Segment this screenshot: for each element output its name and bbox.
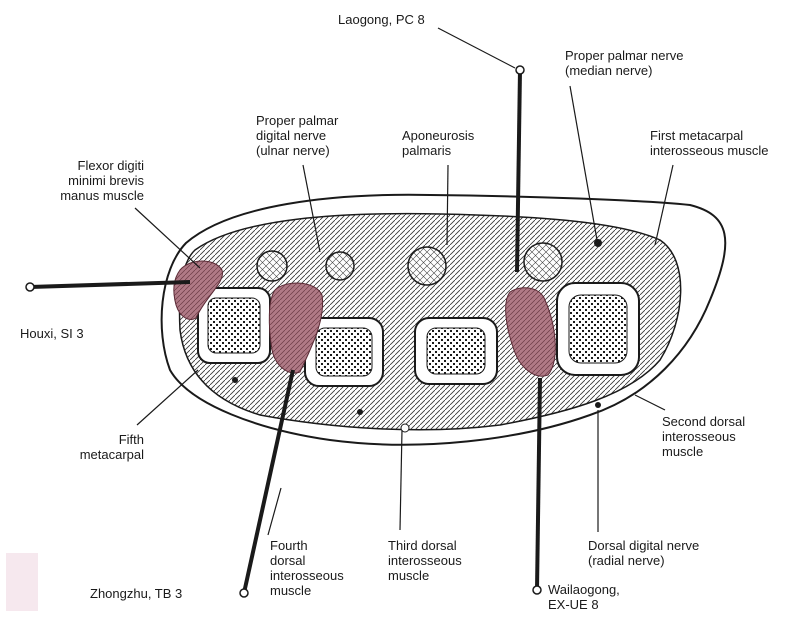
label-houxi-si3: Houxi, SI 3: [20, 326, 84, 341]
label-wailaogong-exue8: Wailaogong, EX-UE 8: [548, 582, 620, 612]
label-third-dorsal-interosseous: Third dorsal interosseous muscle: [388, 538, 462, 583]
label-second-dorsal-interosseous: Second dorsal interosseous muscle: [662, 414, 745, 459]
label-first-metacarpal-interosseous: First metacarpal interosseous muscle: [650, 128, 769, 158]
label-fifth-metacarpal: Fifth metacarpal: [60, 432, 144, 462]
label-proper-palmar-nerve-median: Proper palmar nerve (median nerve): [565, 48, 684, 78]
label-aponeurosis-palmaris: Aponeurosis palmaris: [402, 128, 474, 158]
label-laogong-pc8: Laogong, PC 8: [338, 12, 425, 27]
corner-color-swatch: [6, 553, 38, 611]
label-proper-palmar-digital-nerve-ulnar: Proper palmar digital nerve (ulnar nerve…: [256, 113, 338, 158]
label-zhongzhu-tb3: Zhongzhu, TB 3: [90, 586, 182, 601]
label-fourth-dorsal-interosseous: Fourth dorsal interosseous muscle: [270, 538, 344, 598]
label-dorsal-digital-nerve-radial: Dorsal digital nerve (radial nerve): [588, 538, 699, 568]
label-flexor-digiti-minimi-brevis: Flexor digiti minimi brevis manus muscle: [36, 158, 144, 203]
